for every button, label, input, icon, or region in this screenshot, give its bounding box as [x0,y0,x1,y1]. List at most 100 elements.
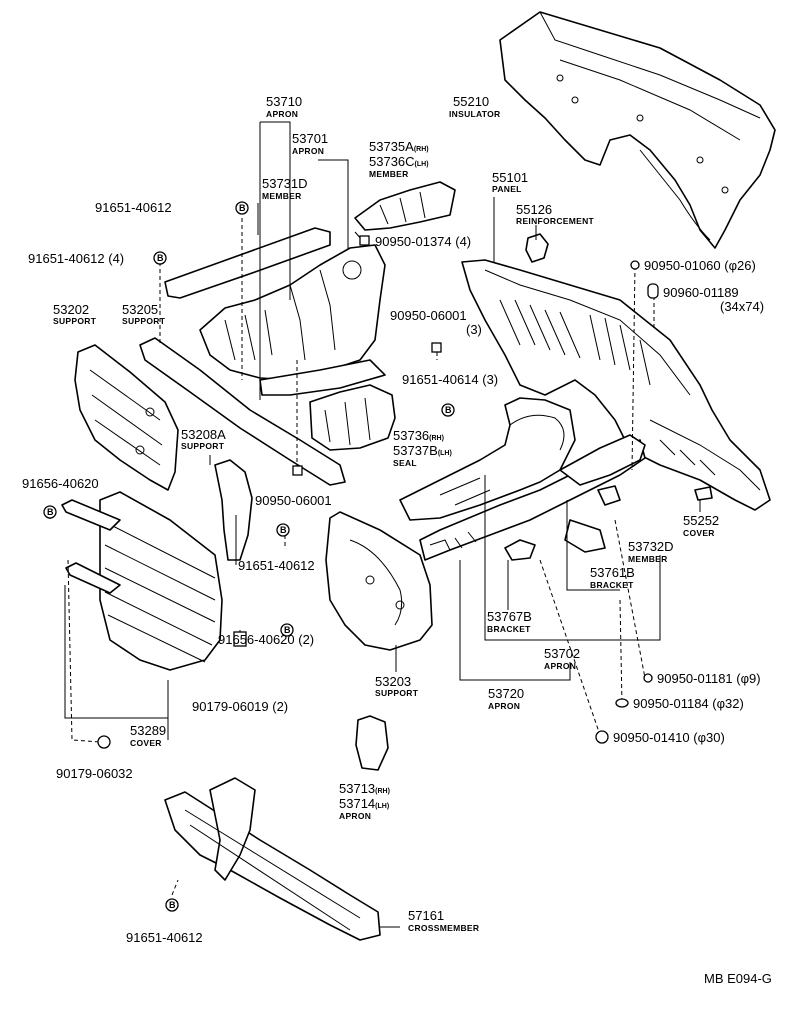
bolt-b-7[interactable]: B [165,898,179,912]
plug-90950-01374[interactable] [359,235,370,246]
svg-text:B: B [157,253,164,263]
label-90950-06001-b: 90950-06001 [255,493,332,508]
bolt-b-2[interactable]: B [153,251,167,265]
label-90950-01181: 90950-01181 (φ9) [657,671,761,686]
nut-90179-06032[interactable] [97,735,111,749]
svg-text:90960-01189: 90960-01189 [663,285,739,300]
apron-53710[interactable] [199,244,386,396]
svg-text:(34x74): (34x74) [720,299,764,314]
svg-text:INSULATOR: INSULATOR [449,109,501,119]
label-55252: 55252 COVER [683,513,719,538]
plug-90950-01184[interactable] [615,698,629,708]
plug-90950-01410[interactable] [595,730,609,744]
svg-text:53208A: 53208A [181,427,226,442]
label-53208a: 53208A SUPPORT [181,427,226,451]
cover-55252[interactable] [694,486,713,501]
svg-text:B: B [239,203,246,213]
label-91656-40620-b: 91656-40620 (2) [218,632,314,647]
svg-text:53737B(LH): 53737B(LH) [393,443,452,458]
member-53735a[interactable] [354,181,456,231]
svg-text:53202: 53202 [53,302,89,317]
plug-90950-06001-a[interactable] [431,342,442,353]
member-53731d[interactable] [164,227,331,299]
label-53720: 53720 APRON [488,686,524,711]
svg-text:SUPPORT: SUPPORT [375,688,419,698]
svg-text:REINFORCEMENT: REINFORCEMENT [516,216,595,226]
label-90950-06001-a: 90950-06001 (3) [390,308,482,337]
crossmember-57161[interactable] [164,777,381,941]
svg-text:53701: 53701 [292,131,328,146]
support-53203[interactable] [325,511,433,651]
label-55101: 55101 PANEL [492,170,528,194]
svg-text:BRACKET: BRACKET [590,580,634,590]
svg-text:53710: 53710 [266,94,302,109]
svg-text:53731D: 53731D [262,176,308,191]
svg-text:53761B: 53761B [590,565,635,580]
apron-53702[interactable] [399,397,646,561]
svg-text:53720: 53720 [488,686,524,701]
bracket-53761b[interactable] [564,519,606,553]
svg-text:COVER: COVER [683,528,715,538]
svg-text:SUPPORT: SUPPORT [181,441,225,451]
label-53203: 53203 SUPPORT [375,674,419,698]
label-53732d: 53732D MEMBER [628,539,674,564]
label-53701: 53701 APRON [292,131,328,156]
label-53710: 53710 APRON [266,94,302,119]
label-53713: 53713(RH) 53714(LH) APRON [339,781,390,821]
svg-text:APRON: APRON [339,811,371,821]
label-91651-40612-d: 91651-40612 [126,930,203,945]
svg-text:55252: 55252 [683,513,719,528]
svg-text:53205: 53205 [122,302,158,317]
svg-text:B: B [47,507,54,517]
label-53202: 53202 SUPPORT [53,302,97,326]
label-53702: 53702 APRON [544,646,580,671]
support-53205[interactable] [139,337,346,486]
svg-text:53714(LH): 53714(LH) [339,796,389,811]
svg-text:53767B: 53767B [487,609,532,624]
svg-text:APRON: APRON [488,701,520,711]
label-91651-40612-a: 91651-40612 [95,200,172,215]
apron-53713[interactable] [355,715,389,771]
cover-53289[interactable] [61,491,223,671]
label-55126: 55126 REINFORCEMENT [516,202,595,226]
leader-lines [64,121,701,928]
label-90950-01374: 90950-01374 (4) [375,234,471,249]
svg-text:B: B [169,900,176,910]
svg-text:53735A(RH): 53735A(RH) [369,139,429,154]
plug-90950-01181[interactable] [643,673,653,683]
svg-text:SUPPORT: SUPPORT [122,316,166,326]
label-53736: 53736(RH) 53737B(LH) SEAL [393,428,452,468]
reinforcement-55126[interactable] [525,233,549,263]
label-53761b: 53761B BRACKET [590,565,635,590]
panel-55101[interactable] [461,259,771,511]
support-53208a[interactable] [214,459,253,561]
svg-text:53736(RH): 53736(RH) [393,428,444,443]
svg-text:SUPPORT: SUPPORT [53,316,97,326]
bolt-b-1[interactable]: B [235,201,249,215]
bolt-b-4[interactable]: B [43,505,57,519]
label-90950-01410: 90950-01410 (φ30) [613,730,725,745]
bolt-b-5[interactable]: B [276,523,290,537]
bolt-b-3[interactable]: B [441,403,455,417]
clip-90179-06019[interactable] [233,631,247,647]
support-53202[interactable] [74,344,179,491]
bolt-b-6[interactable]: B [280,623,294,637]
svg-text:(3): (3) [466,322,482,337]
label-53289: 53289 COVER [130,723,166,748]
label-91651-40612-b: 91651-40612 (4) [28,251,124,266]
bracket-53767b[interactable] [504,539,536,561]
plug-90960-01189[interactable] [647,283,659,299]
insulator-55210[interactable] [499,11,776,249]
plug-90950-06001-b[interactable] [292,465,303,476]
svg-text:MEMBER: MEMBER [262,191,302,201]
svg-text:MEMBER: MEMBER [369,169,409,179]
svg-text:B: B [284,625,291,635]
plug-90950-01060[interactable] [630,260,640,270]
svg-text:SEAL: SEAL [393,458,417,468]
label-90960-01189: 90960-01189 (34x74) [663,285,764,314]
seal-53736[interactable] [309,384,396,451]
svg-text:55101: 55101 [492,170,528,185]
member-53732d[interactable] [597,485,621,506]
